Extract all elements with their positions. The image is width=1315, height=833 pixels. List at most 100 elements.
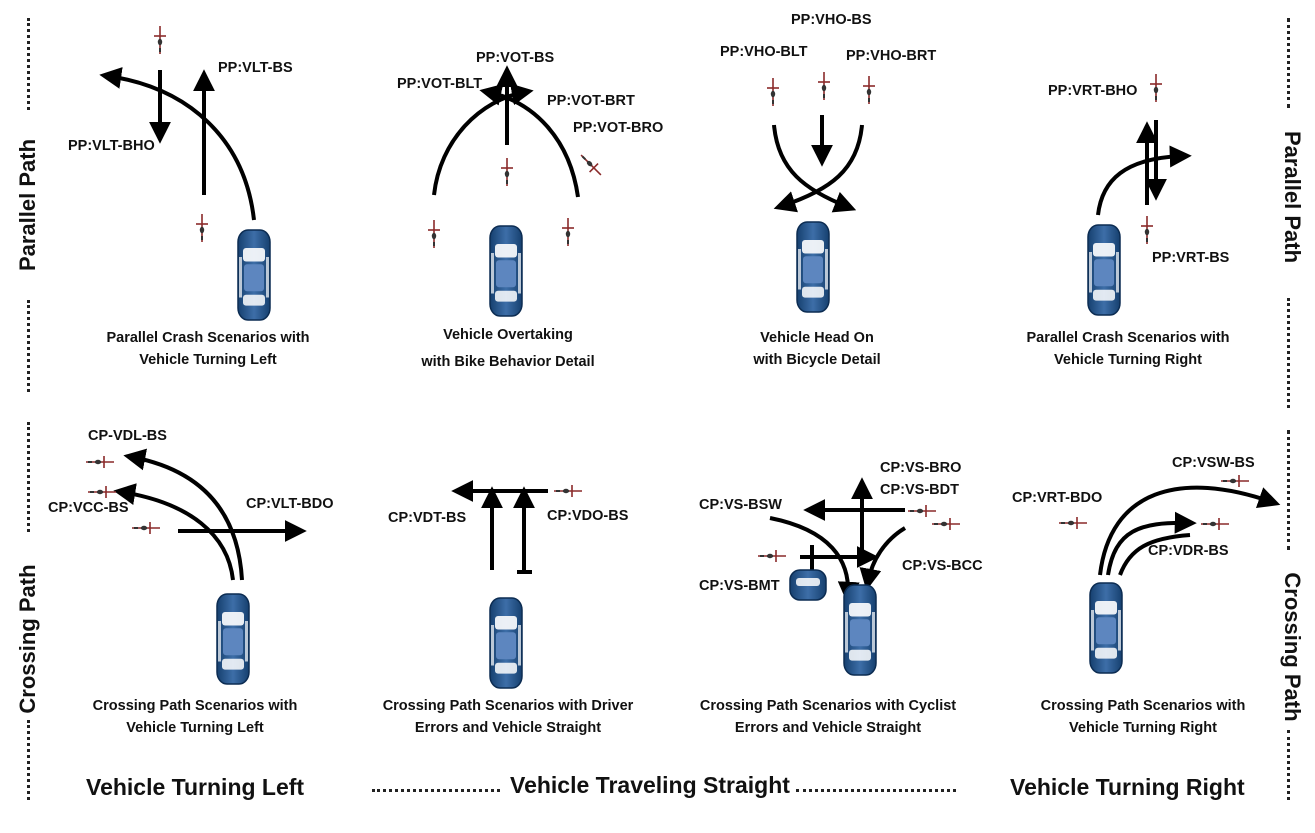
bike-p2-a (501, 158, 513, 186)
bike-c4-a (1059, 517, 1087, 529)
caption-c3-line2: Errors and Vehicle Straight (734, 720, 922, 736)
side-label-left-top: Parallel Path (15, 138, 40, 272)
label-pp-vho-bs: PP:VHO-BS (791, 12, 872, 28)
label-cp-vrt-bdo: CP:VRT-BDO (1012, 490, 1103, 506)
label-pp-vho-blt: PP:VHO-BLT (720, 44, 808, 60)
side-label-right-top: Parallel Path (1280, 130, 1305, 264)
bike-p2-d (580, 154, 602, 176)
bike-c4-b (1201, 518, 1229, 530)
arrow-p2-right (479, 83, 580, 198)
bike-p1-a (154, 26, 166, 54)
car-c1 (216, 593, 250, 685)
caption-c2-line1: Crossing Path Scenarios with Driver (382, 698, 634, 714)
divider-left-top (27, 18, 30, 110)
divider-right-bottom (1287, 730, 1290, 800)
label-pp-vrt-bho: PP:VRT-BHO (1048, 83, 1138, 99)
caption-p3-line1: Vehicle Head On (760, 330, 874, 346)
label-cp-vs-bcc: CP:VS-BCC (902, 558, 983, 574)
caption-c4-line1: Crossing Path Scenarios with (1040, 698, 1246, 714)
label-pp-vrt-bs: PP:VRT-BS (1152, 250, 1230, 266)
side-label-right-bottom: Crossing Path (1280, 572, 1305, 722)
divider-right-top (1287, 18, 1290, 108)
label-cp-vs-bsw: CP:VS-BSW (699, 497, 782, 513)
caption-p2-line1: Vehicle Overtaking (443, 327, 573, 343)
bike-p1-b (196, 214, 208, 242)
arrow-c3-curve-left (769, 516, 860, 604)
label-cp-vdr-bs: CP:VDR-BS (1148, 543, 1229, 559)
arrow-c1-near-left (113, 483, 235, 581)
car-p2 (489, 225, 523, 317)
bottom-label-middle: Vehicle Traveling Straight (510, 772, 790, 798)
bike-p3-c (863, 76, 875, 104)
divider-left-bottom (27, 720, 30, 800)
bike-c1-b (88, 486, 116, 498)
bike-c3-b (932, 518, 960, 530)
caption-p4: Parallel Crash Scenarios with Vehicle Tu… (1026, 327, 1229, 371)
divider-right-mid2 (1287, 430, 1290, 550)
label-cp-vlt-bdo: CP:VLT-BDO (246, 496, 334, 512)
label-cp-vs-bro: CP:VS-BRO (880, 460, 962, 476)
arrow-p2-left (432, 83, 534, 196)
caption-c1-line2: Vehicle Turning Left (126, 720, 264, 736)
label-pp-vho-brt: PP:VHO-BRT (846, 48, 937, 64)
arrow-p1-left-turn (99, 67, 256, 221)
caption-p1-line2: Vehicle Turning Left (139, 352, 277, 368)
caption-p1: Parallel Crash Scenarios with Vehicle Tu… (106, 327, 309, 371)
car-p4 (1087, 224, 1121, 316)
caption-p4-line1: Parallel Crash Scenarios with (1026, 330, 1230, 346)
bike-c3-a (908, 505, 936, 517)
caption-c3-line1: Crossing Path Scenarios with Cyclist (699, 698, 957, 714)
label-cp-vdl-bs: CP-VDL-BS (88, 428, 167, 444)
divider-left-mid2 (27, 422, 30, 532)
caption-c3: Crossing Path Scenarios with Cyclist Err… (700, 695, 956, 739)
arrow-c1-far-left (123, 448, 244, 581)
car-c2 (489, 597, 523, 689)
bike-p4-a (1150, 74, 1162, 102)
bike-c4-c (1221, 475, 1249, 487)
label-pp-vlt-bs: PP:VLT-BS (218, 60, 293, 76)
car-c4 (1089, 582, 1123, 674)
label-cp-vs-bdt: CP:VS-BDT (880, 482, 959, 498)
divider-right-mid (1287, 298, 1290, 408)
arrow-c4-inner-b (1118, 533, 1191, 576)
car-c3 (843, 584, 877, 676)
bike-p3-a (767, 78, 779, 106)
car-p1 (237, 229, 271, 321)
caption-p2-line2: with Bike Behavior Detail (421, 354, 595, 370)
caption-p3-line2: with Bicycle Detail (753, 352, 881, 368)
bike-p2-b (428, 220, 440, 248)
bike-c1-c (132, 522, 160, 534)
label-cp-vdo-bs: CP:VDO-BS (547, 508, 629, 524)
bike-c1-a (86, 456, 114, 468)
arrow-c3-curve-right (859, 526, 907, 591)
arrow-p3-curve-a (772, 124, 857, 213)
divider-bottom-right (796, 789, 956, 792)
bike-p3-b (818, 72, 830, 100)
label-pp-vot-bs: PP:VOT-BS (476, 50, 555, 66)
caption-p4-line2: Vehicle Turning Right (1054, 352, 1202, 368)
arrow-c4-inner-a (1106, 511, 1197, 576)
label-cp-vcc-bs: CP:VCC-BS (48, 500, 129, 516)
caption-c4-line2: Vehicle Turning Right (1069, 720, 1217, 736)
side-label-left-bottom: Crossing Path (15, 564, 40, 714)
bottom-label-left: Vehicle Turning Left (86, 774, 305, 800)
car-c3-partial (789, 569, 827, 601)
label-pp-vlt-bho: PP:VLT-BHO (68, 138, 155, 154)
caption-p3: Vehicle Head On with Bicycle Detail (753, 327, 880, 371)
car-p3 (796, 221, 830, 313)
divider-bottom-left (372, 789, 500, 792)
bike-p2-c (562, 218, 574, 246)
caption-p1-line1: Parallel Crash Scenarios with (106, 330, 310, 346)
label-cp-vsw-bs: CP:VSW-BS (1172, 455, 1255, 471)
caption-c2-line2: Errors and Vehicle Straight (414, 720, 602, 736)
bike-p4-b (1141, 216, 1153, 244)
label-cp-vs-bmt: CP:VS-BMT (699, 578, 780, 594)
label-cp-vdt-bs: CP:VDT-BS (388, 510, 467, 526)
label-pp-vot-brt: PP:VOT-BRT (547, 93, 635, 109)
label-pp-vot-bro: PP:VOT-BRO (573, 120, 664, 136)
caption-c1: Crossing Path Scenarios with Vehicle Tur… (93, 695, 298, 739)
caption-p2: Vehicle Overtaking with Bike Behavior De… (421, 322, 594, 376)
caption-c4: Crossing Path Scenarios with Vehicle Tur… (1041, 695, 1246, 739)
